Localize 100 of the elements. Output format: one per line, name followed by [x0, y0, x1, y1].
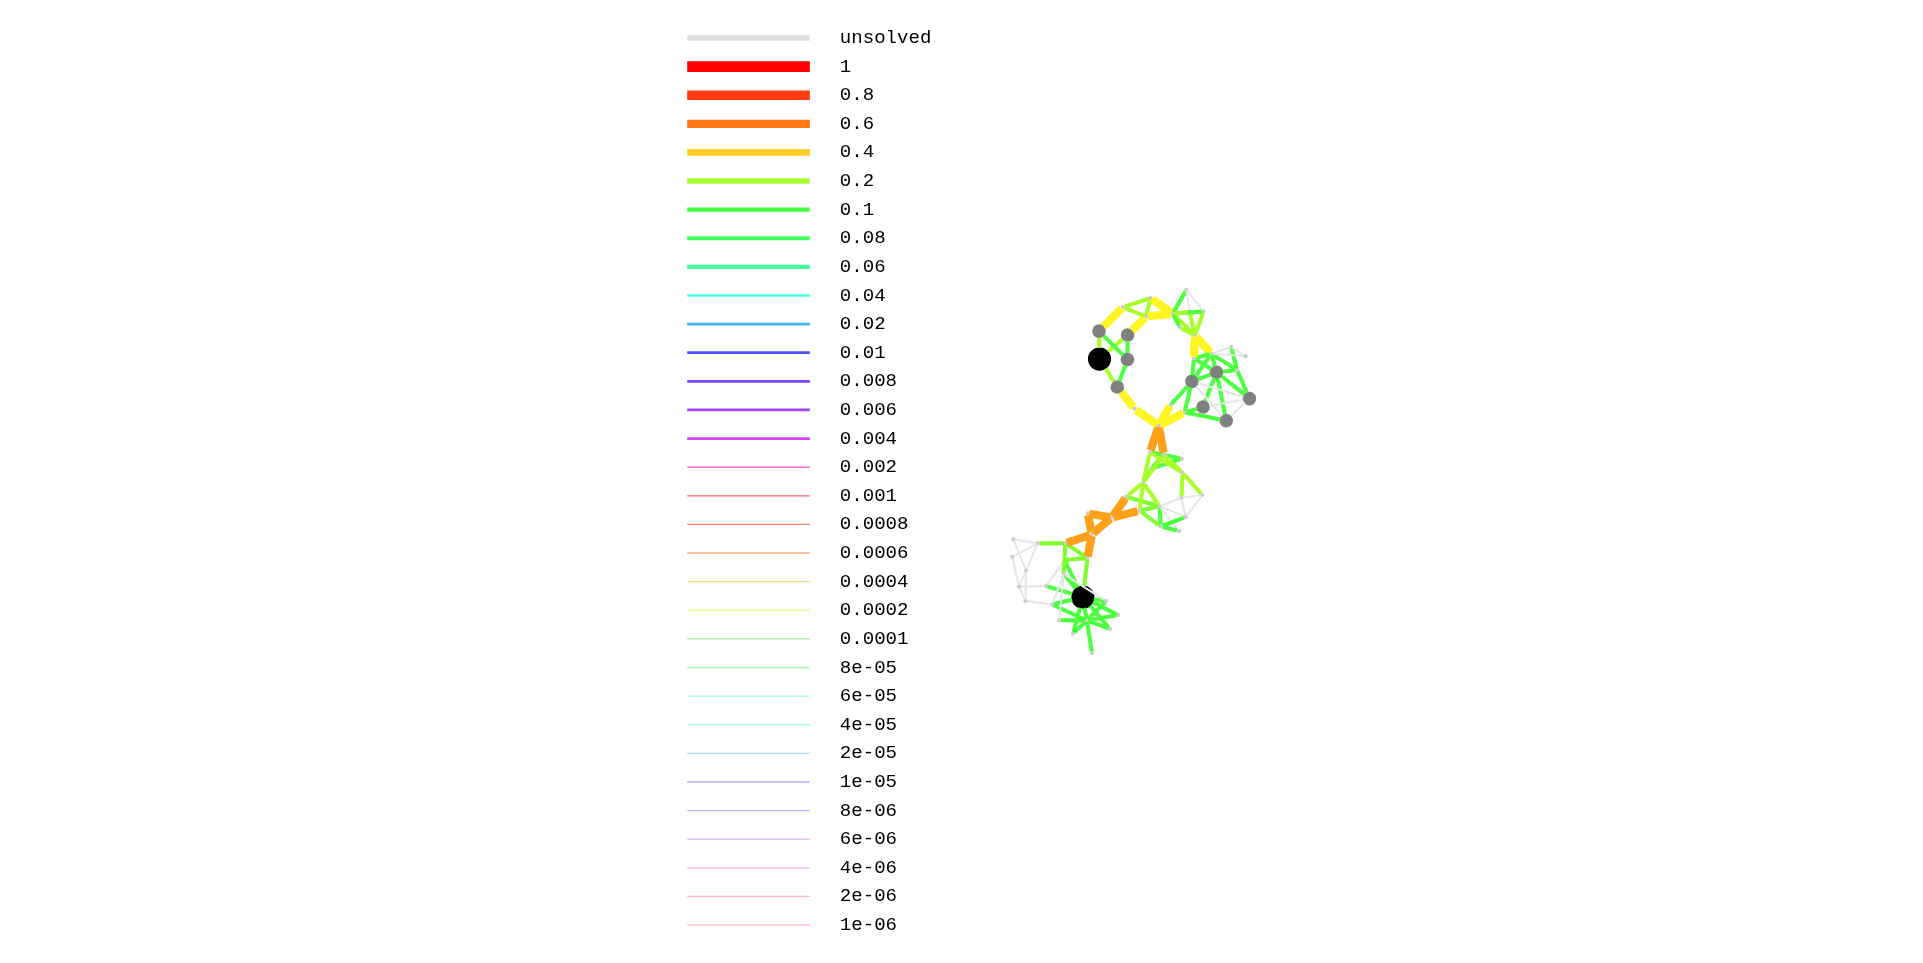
- connector: [1088, 509, 1111, 522]
- legend-label: 0.0004: [839, 570, 909, 593]
- legend-label: 0.0008: [839, 513, 909, 536]
- legend-label: 8e-05: [839, 656, 898, 679]
- node-point: [1104, 599, 1109, 604]
- node-circle: [1219, 413, 1234, 428]
- node-point: [1050, 602, 1055, 607]
- connector: [1213, 346, 1230, 354]
- connector: [1183, 494, 1201, 499]
- connector: [1171, 314, 1181, 327]
- legend-label: 6e-06: [839, 828, 898, 851]
- connector: [1065, 556, 1087, 562]
- legend-label: 4e-05: [839, 713, 898, 736]
- node-point: [1057, 618, 1062, 623]
- node-point: [1141, 480, 1146, 485]
- connector: [1203, 377, 1217, 402]
- connector: [1082, 559, 1090, 587]
- legend-label: 1e-05: [839, 771, 898, 793]
- node-point: [1124, 494, 1129, 499]
- connector: [1231, 346, 1245, 357]
- node-point: [1109, 515, 1114, 520]
- node-point: [1177, 325, 1183, 330]
- connector: [1230, 402, 1246, 417]
- node-point: [1063, 541, 1068, 546]
- legend-label: 0.6: [839, 112, 875, 135]
- node-point: [1120, 305, 1126, 310]
- node-point: [1010, 554, 1015, 560]
- node-point: [1179, 495, 1184, 500]
- node-circle: [1092, 324, 1106, 338]
- legend-label: 0.01: [839, 341, 886, 364]
- connector: [1220, 374, 1246, 397]
- connector: [1013, 543, 1037, 557]
- legend-label: 0.1: [839, 198, 875, 221]
- legend-label: unsolved: [839, 27, 932, 49]
- legend-label: 6e-05: [839, 685, 898, 708]
- node-point: [1024, 568, 1029, 573]
- connector: [1088, 604, 1111, 629]
- node-point: [1061, 571, 1066, 577]
- node-circle: [1209, 365, 1224, 380]
- node-circle: [1196, 400, 1210, 414]
- node-point: [1132, 406, 1137, 411]
- connector: [1124, 296, 1150, 309]
- connector: [1090, 515, 1114, 537]
- node-point: [1089, 532, 1094, 537]
- node-point: [1089, 650, 1095, 656]
- connector: [1051, 575, 1065, 604]
- connector: [1039, 541, 1064, 546]
- legend-label: 0.008: [839, 370, 898, 393]
- node-point: [1011, 537, 1016, 542]
- node-point: [1170, 311, 1175, 316]
- connector: [1193, 312, 1205, 335]
- connector: [1182, 386, 1193, 412]
- legend-label: 0.8: [839, 84, 875, 107]
- legend-label: 2e-06: [839, 885, 898, 908]
- connector: [1179, 474, 1185, 497]
- connector: [1071, 607, 1082, 633]
- connector: [1222, 368, 1236, 374]
- node-point: [1182, 410, 1187, 415]
- legend-label: 8e-06: [839, 799, 898, 822]
- node-circle: [1185, 374, 1199, 389]
- legend-label: 2e-05: [839, 742, 898, 765]
- node-point: [1023, 598, 1028, 604]
- connector: [1180, 499, 1187, 516]
- node-point: [1143, 314, 1149, 319]
- node-point: [1084, 618, 1090, 623]
- node-point: [1229, 344, 1234, 349]
- node-point: [1209, 351, 1214, 356]
- legend-label: 0.04: [839, 284, 886, 307]
- node-point: [1035, 541, 1040, 546]
- node-point: [1168, 402, 1173, 407]
- legend-label: 0.0002: [839, 599, 909, 622]
- connector: [1155, 426, 1168, 454]
- connector: [1103, 367, 1116, 383]
- connector: [1060, 618, 1085, 623]
- node-point: [1070, 631, 1076, 636]
- connector: [1188, 312, 1197, 335]
- legend-label: 0.02: [839, 313, 886, 336]
- node-point: [1234, 367, 1240, 373]
- node-point: [1085, 555, 1090, 561]
- connector: [1137, 483, 1146, 509]
- connector: [1215, 378, 1227, 415]
- node-circle: [1071, 585, 1095, 609]
- connector: [1160, 497, 1181, 507]
- connector: [1125, 341, 1130, 354]
- connector: [1160, 507, 1179, 531]
- legend-label: 4e-06: [839, 856, 898, 879]
- connector: [1123, 305, 1146, 318]
- connector: [1160, 505, 1185, 518]
- connector: [1097, 337, 1102, 348]
- legend-label: 0.001: [839, 484, 898, 507]
- node-point: [1183, 514, 1188, 520]
- legend-label: 0.4: [839, 141, 875, 164]
- node-point: [1148, 295, 1153, 301]
- connector: [1087, 619, 1110, 631]
- node-circle: [1120, 328, 1135, 342]
- connector: [1209, 398, 1244, 407]
- node-point: [1200, 492, 1205, 498]
- legend-label: 0.2: [839, 170, 875, 193]
- connector: [1194, 357, 1213, 371]
- connector: [1092, 600, 1118, 617]
